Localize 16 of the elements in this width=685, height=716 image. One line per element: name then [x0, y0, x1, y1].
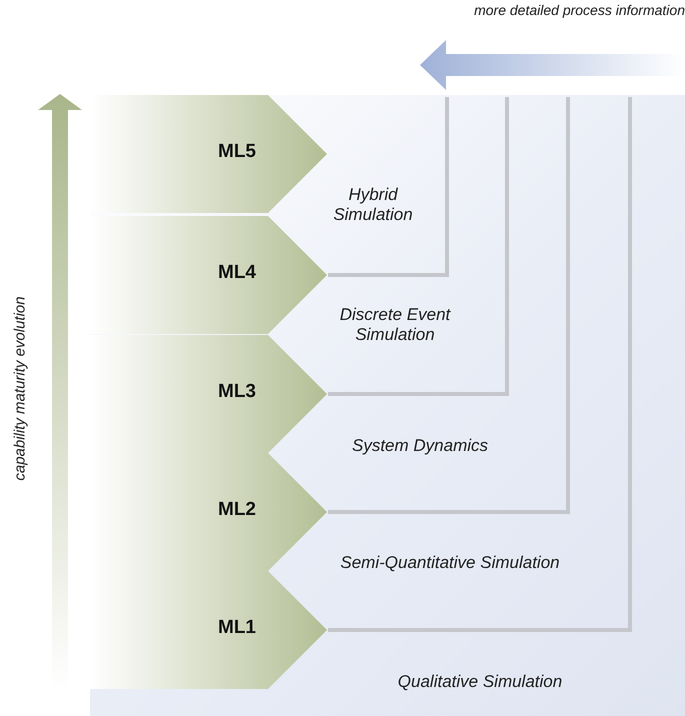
level-label: ML2 — [218, 499, 256, 521]
axis-label: more detailed process information — [473, 2, 685, 18]
maturity-level-band — [90, 453, 327, 571]
level-label: ML1 — [218, 617, 256, 639]
maturity-level-band — [90, 335, 327, 453]
level-label: ML3 — [218, 381, 256, 403]
region-label: Qualitative Simulation — [396, 672, 564, 692]
level-label: ML5 — [218, 141, 256, 163]
level-label: ML4 — [218, 262, 256, 284]
region-label: Semi-Quantitative Simulation — [339, 553, 561, 573]
region-label: System Dynamics — [350, 436, 490, 456]
axis-label: capability maturity evolution — [12, 295, 28, 483]
region-label: Discrete Event Simulation — [338, 305, 452, 345]
region-label: Hybrid Simulation — [332, 185, 414, 225]
maturity-level-band — [90, 216, 327, 334]
maturity-level-band — [90, 571, 327, 689]
